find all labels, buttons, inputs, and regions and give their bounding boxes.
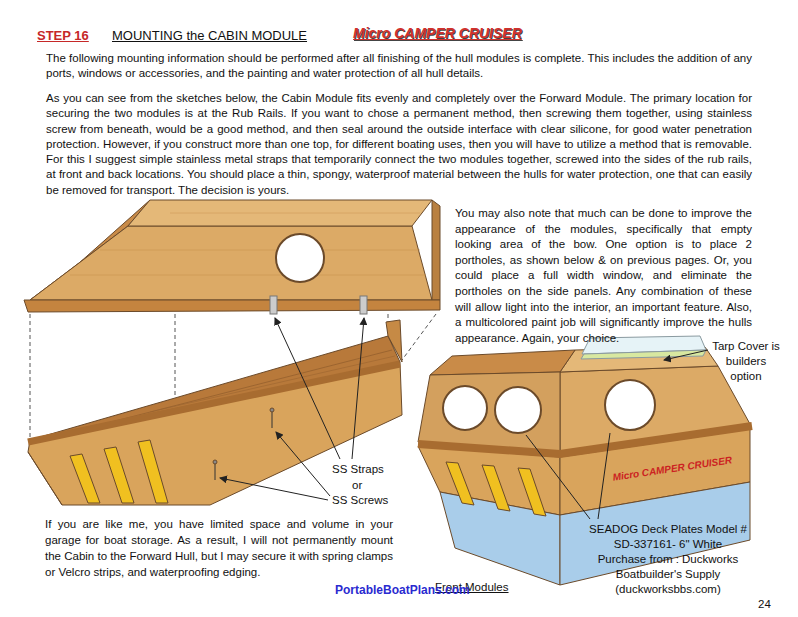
forward-hull-module-part	[272, 410, 273, 428]
assembled-front-modules-part	[495, 387, 541, 433]
assembled-front-modules-part	[430, 350, 575, 375]
cabin-module-part	[270, 296, 277, 314]
assembled-front-modules-part	[482, 465, 510, 511]
alignment-dashes-part	[175, 314, 176, 396]
leader-lines-part	[276, 432, 330, 496]
cabin-module-part	[276, 234, 324, 282]
assembled-front-modules-part	[446, 462, 474, 505]
forward-hull-module-part	[104, 447, 134, 503]
callout-label: SS Straps	[332, 463, 384, 475]
assembled-front-modules-part	[518, 468, 546, 516]
forward-hull-module-part	[28, 362, 402, 505]
callout-label-box: or	[352, 478, 362, 493]
cabin-module-part	[128, 200, 432, 226]
assembled-front-modules-part	[418, 372, 560, 452]
leader-lines-part	[526, 435, 590, 519]
leader-lines-part	[220, 478, 328, 500]
leader-lines-part	[275, 318, 340, 459]
forward-hull-module-part	[28, 364, 400, 442]
callout-label: Tarp Cover is builders option	[712, 340, 780, 382]
forward-hull-module-part	[215, 462, 216, 480]
website-footer-box: PortableBoatPlans.com	[335, 582, 470, 598]
forward-hull-module-part	[386, 320, 402, 362]
callout-label-box: SS Straps	[332, 462, 384, 477]
cabin-module-part	[100, 250, 420, 251]
forward-hull-module	[28, 320, 402, 505]
alignment-dashes-part	[30, 314, 31, 438]
page-heading-box: MOUNTING the CABIN MODULE	[112, 27, 307, 44]
cabin-module-part	[170, 213, 420, 214]
body-paragraph: You may also note that much can be done …	[455, 207, 752, 344]
cabin-module-part	[24, 300, 440, 312]
forward-hull-module-part	[213, 460, 217, 464]
cabin-module	[24, 200, 440, 314]
forward-hull-module-part	[28, 452, 62, 505]
leader-lines-part	[598, 433, 610, 519]
body-paragraph: As you can see from the sketches below, …	[46, 92, 752, 196]
callout-label: or	[352, 479, 362, 491]
body-paragraph: If you are like me, you have limited spa…	[45, 518, 393, 578]
callout-label-box: Tarp Cover is builders option	[712, 339, 780, 384]
page-heading: MOUNTING the CABIN MODULE	[112, 28, 307, 43]
body-paragraph-box: If you are like me, you have limited spa…	[45, 516, 393, 580]
cabin-module-part	[70, 275, 426, 276]
forward-hull-module-part	[270, 408, 274, 412]
callout-label-box: SS Screws	[332, 493, 388, 508]
callout-label: SS Screws	[332, 494, 388, 506]
assembled-front-modules-part	[418, 426, 752, 454]
body-paragraph-box: The following mounting information shoul…	[46, 51, 752, 82]
cabin-module-part	[360, 296, 367, 314]
series-name-box: Micro CAMPER CRUISER	[353, 24, 522, 42]
cabin-module-part	[432, 200, 440, 300]
alignment-dashes-part	[402, 314, 436, 360]
page-number: 24	[758, 598, 771, 610]
website-footer: PortableBoatPlans.com	[335, 583, 470, 597]
page-number-box: 24	[758, 597, 771, 612]
assembled-front-modules-part	[605, 380, 655, 430]
body-paragraph-box: As you can see from the sketches below, …	[46, 91, 752, 198]
forward-hull-module-part	[70, 454, 100, 503]
forward-hull-module-part	[138, 440, 168, 503]
leader-lines	[526, 350, 708, 519]
assembled-front-modules-part	[443, 386, 487, 430]
cabin-module-part	[30, 226, 432, 300]
series-name: Micro CAMPER CRUISER	[353, 25, 522, 41]
callout-label-box: SEADOG Deck Plates Model # SD-337161- 6"…	[588, 522, 748, 597]
step-number-box: STEP 16	[37, 27, 89, 44]
body-paragraph-box: You may also note that much can be done …	[455, 206, 752, 346]
step-number: STEP 16	[37, 28, 89, 43]
callout-label: SEADOG Deck Plates Model # SD-337161- 6"…	[589, 523, 747, 595]
leader-lines-part	[664, 350, 708, 360]
body-paragraph: The following mounting information shoul…	[46, 52, 752, 79]
leader-lines-part	[352, 318, 364, 459]
